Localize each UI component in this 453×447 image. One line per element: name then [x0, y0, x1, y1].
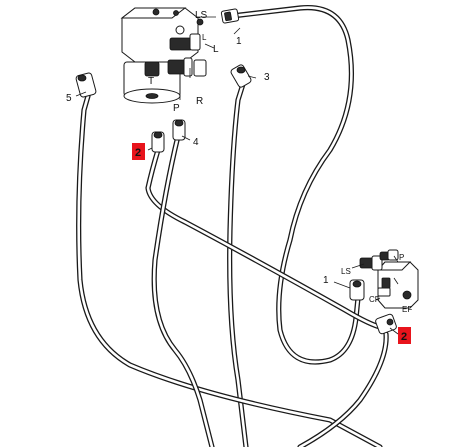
port-label-r: R — [196, 96, 203, 107]
port-fittings — [144, 18, 207, 77]
port-label-ls-upper: LS — [195, 10, 208, 21]
hose-1-top-loop — [229, 5, 361, 365]
hoses — [76, 5, 389, 447]
fitting-2-right — [375, 313, 397, 335]
callout-2-right: 2 — [401, 331, 407, 343]
lower-priority-valve — [351, 249, 419, 309]
highlight-box-right — [398, 327, 411, 344]
callout-2-left: 2 — [135, 147, 141, 159]
upper-valve-block — [120, 7, 216, 104]
highlight-box-left — [132, 143, 145, 160]
port-label-l: L — [213, 44, 219, 55]
fitting-4 — [172, 119, 186, 141]
hose-2-cross — [145, 147, 387, 331]
upper-port-labels: LS L L T P R — [148, 10, 219, 114]
callout-2-right-badge: 2 — [398, 327, 411, 344]
callout-1-top: 1 — [236, 36, 242, 47]
callout-4: 4 — [193, 137, 199, 148]
port-label-cf: CF — [369, 295, 380, 304]
callout-1-right: 1 — [323, 275, 329, 286]
hose-2-right-down — [297, 331, 389, 447]
port-label-ef: EF — [402, 305, 412, 314]
port-label-p-lower: P — [399, 253, 404, 262]
callout-5: 5 — [66, 93, 72, 104]
callout-numbers: 1 3 5 4 1 2 2 — [66, 36, 411, 344]
callout-2-left-badge: 2 — [132, 143, 145, 160]
fitting-5 — [75, 72, 97, 98]
port-label-l-small: L — [202, 33, 207, 42]
port-label-t: T — [148, 76, 154, 87]
lower-port-labels: LS P CF EF — [341, 253, 412, 314]
hose-5-left — [76, 93, 383, 447]
port-label-p-upper: P — [173, 103, 180, 114]
callout-leaders — [75, 27, 399, 335]
fitting-1-lower — [349, 279, 365, 301]
callout-3: 3 — [264, 72, 270, 83]
hose-3-long — [227, 81, 249, 447]
fitting-3 — [230, 64, 252, 88]
fittings — [75, 8, 397, 335]
fitting-2-left — [151, 131, 165, 153]
port-label-ls-lower: LS — [341, 267, 351, 276]
hose-4 — [151, 133, 215, 447]
fitting-1-top — [220, 8, 240, 24]
